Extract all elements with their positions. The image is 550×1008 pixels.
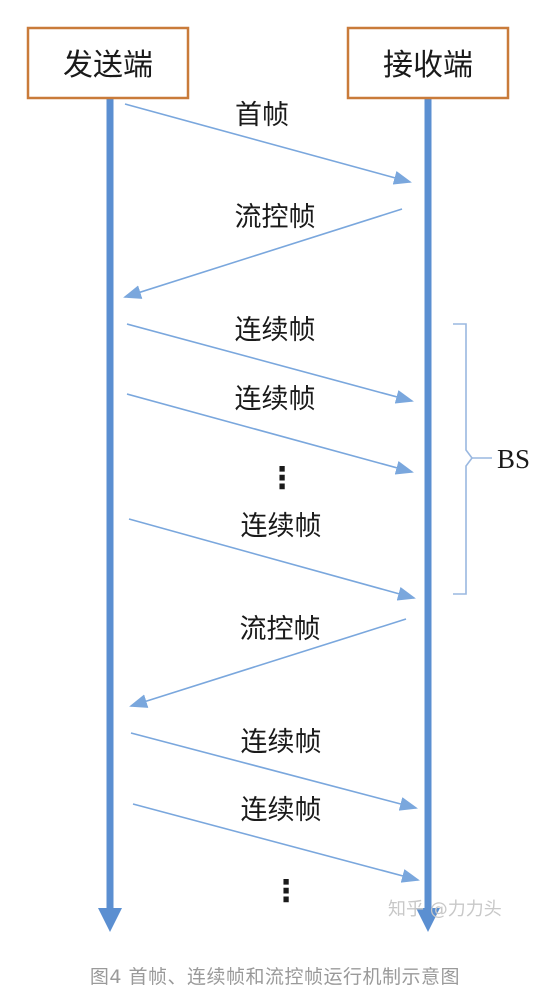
message-flow-control-1: 流控帧 — [123, 202, 403, 299]
message-consecutive-frame-2: 连续帧 — [126, 384, 414, 475]
message-consecutive-frame-3: 连续帧 — [128, 511, 416, 601]
receiver-box: 接收端 — [346, 26, 510, 100]
bs-bracket: BS — [453, 323, 530, 595]
watermark: 知乎 @力力头 — [388, 899, 502, 920]
message-label: 连续帧 — [241, 511, 322, 542]
message-flow-control-2: 流控帧 — [129, 614, 407, 708]
bracket-shape — [453, 323, 473, 595]
sender-label: 发送端 — [63, 48, 153, 83]
ellipsis-icon: ⋮ — [271, 874, 301, 909]
figure-caption: 图4 首帧、连续帧和流控帧运行机制示意图 — [89, 966, 461, 988]
message-label: 连续帧 — [235, 384, 316, 415]
message-ellipsis-2: ⋮ — [271, 874, 301, 909]
ellipsis-icon: ⋮ — [267, 461, 297, 496]
receiver-label: 接收端 — [383, 48, 473, 83]
bracket-label: BS — [497, 444, 530, 474]
receiver-lifeline-arrowhead — [416, 908, 440, 932]
message-label: 连续帧 — [241, 795, 322, 826]
sender-lifeline-arrowhead — [98, 908, 122, 932]
message-label: 连续帧 — [235, 315, 316, 346]
message-ellipsis-1: ⋮ — [267, 461, 297, 496]
message-consecutive-frame-5: 连续帧 — [132, 795, 420, 883]
message-label: 流控帧 — [240, 614, 321, 645]
message-arrow — [129, 618, 407, 708]
message-arrow — [123, 208, 403, 299]
message-arrow — [126, 393, 414, 475]
message-label: 流控帧 — [235, 202, 316, 233]
message-first-frame: 首帧 — [124, 100, 412, 185]
message-arrow — [128, 518, 416, 601]
message-arrow — [126, 323, 414, 404]
message-label: 首帧 — [235, 100, 289, 131]
sender-box: 发送端 — [26, 26, 190, 100]
message-arrow — [132, 803, 420, 883]
message-consecutive-frame-4: 连续帧 — [130, 727, 418, 811]
message-arrow — [130, 732, 418, 811]
message-label: 连续帧 — [241, 727, 322, 758]
message-consecutive-frame-1: 连续帧 — [126, 315, 414, 404]
message-arrow — [124, 103, 412, 185]
